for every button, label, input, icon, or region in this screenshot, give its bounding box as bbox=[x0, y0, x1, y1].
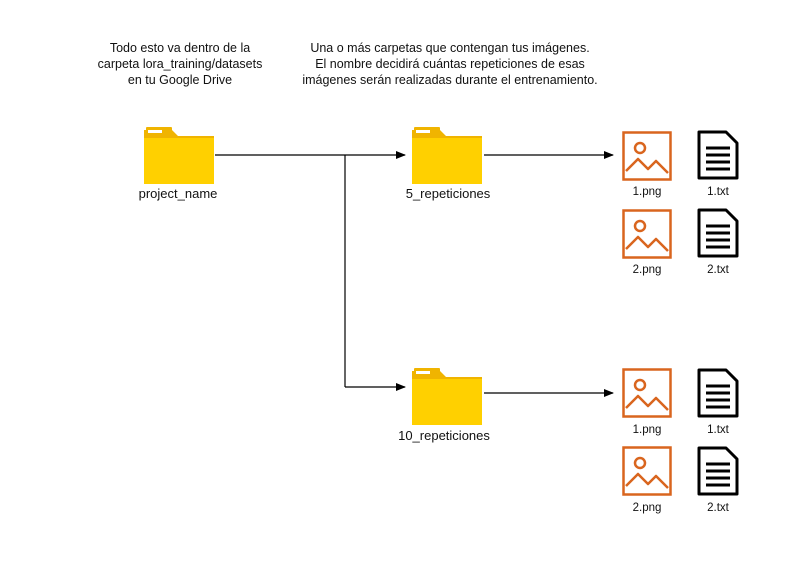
folder-icon[interactable] bbox=[410, 126, 484, 186]
text-file-icon[interactable] bbox=[696, 130, 740, 180]
file-label-text: 1.txt bbox=[707, 186, 729, 198]
text-file-icon[interactable] bbox=[696, 208, 740, 258]
file-label-image: 2.png bbox=[632, 502, 662, 514]
folder-label-sub1: 5_repeticiones bbox=[405, 186, 491, 201]
text-file-icon[interactable] bbox=[696, 368, 740, 418]
text-file-icon[interactable] bbox=[696, 446, 740, 496]
note-drive-location: Todo esto va dentro de la carpeta lora_t… bbox=[97, 41, 263, 87]
folder-icon[interactable] bbox=[410, 367, 484, 427]
folder-label-root: project_name bbox=[138, 186, 218, 201]
image-file-icon[interactable] bbox=[622, 368, 672, 418]
file-label-text: 1.txt bbox=[707, 424, 729, 436]
file-label-text: 2.txt bbox=[707, 264, 729, 276]
image-file-icon[interactable] bbox=[622, 209, 672, 259]
image-file-icon[interactable] bbox=[622, 446, 672, 496]
file-label-image: 1.png bbox=[632, 186, 662, 198]
file-label-image: 2.png bbox=[632, 264, 662, 276]
file-label-text: 2.txt bbox=[707, 502, 729, 514]
note-repetition-folders: Una o más carpetas que contengan tus imá… bbox=[302, 41, 598, 87]
folder-label-sub2: 10_repeticiones bbox=[398, 428, 490, 443]
folder-icon[interactable] bbox=[142, 126, 216, 186]
file-label-image: 1.png bbox=[632, 424, 662, 436]
image-file-icon[interactable] bbox=[622, 131, 672, 181]
